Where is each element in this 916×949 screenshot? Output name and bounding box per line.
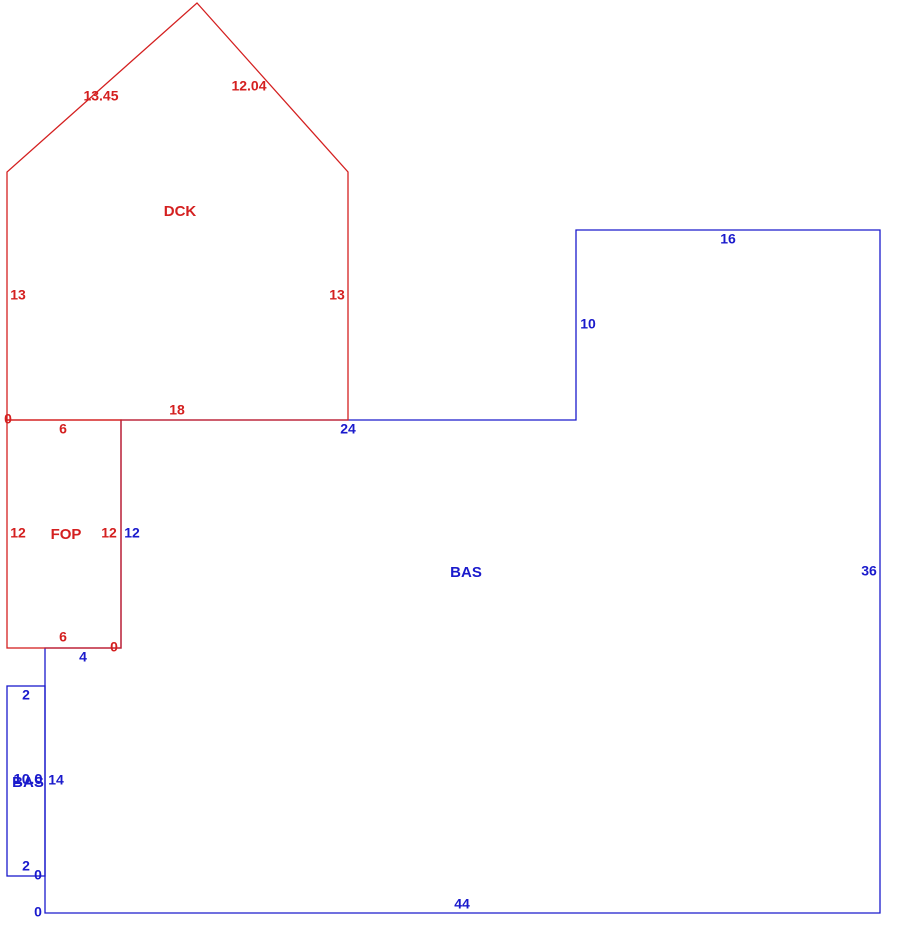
dim-fop-right: 12	[101, 525, 117, 541]
dim-dck-left-diagonal: 13.45	[83, 88, 118, 104]
dim-bas-left-lower: 14	[48, 772, 64, 788]
dim-dck-corner: 0	[4, 411, 12, 427]
dim-dck-right: 13	[329, 287, 345, 303]
dim-bas-corner-a: 0	[34, 867, 42, 883]
dim-bas-top-right: 16	[720, 231, 736, 247]
fop-outline	[6, 419, 122, 649]
dim-fop-left: 12	[10, 525, 26, 541]
dim-bas-step-up: 10	[580, 316, 596, 332]
dck-area-label: DCK	[164, 203, 197, 220]
dim-fop-top: 6	[59, 421, 67, 437]
dim-small-top: 2	[22, 687, 30, 703]
bas-small-overlap-label: 10.0	[13, 771, 42, 788]
dim-dck-bottom: 18	[169, 402, 185, 418]
dim-bas-notch: 4	[79, 649, 87, 665]
dim-bas-right: 36	[861, 563, 877, 579]
dim-bas-bottom: 44	[454, 896, 470, 912]
dim-fop-bottom: 6	[59, 629, 67, 645]
bas-area-label: BAS	[450, 564, 482, 581]
bas-small-area-label: BAS	[12, 774, 44, 791]
dim-bas-top-left: 24	[340, 421, 356, 437]
dim-dck-right-diagonal: 12.04	[231, 78, 266, 94]
dim-small-bottom: 2	[22, 858, 30, 874]
dim-bas-left-upper: 12	[124, 525, 140, 541]
fop-area-label: FOP	[51, 526, 82, 543]
bas-small-outline	[6, 685, 46, 877]
dim-bas-corner-b: 0	[34, 904, 42, 920]
dim-fop-corner: 0	[110, 639, 118, 655]
dim-dck-left: 13	[10, 287, 26, 303]
dck-outline	[6, 2, 349, 421]
